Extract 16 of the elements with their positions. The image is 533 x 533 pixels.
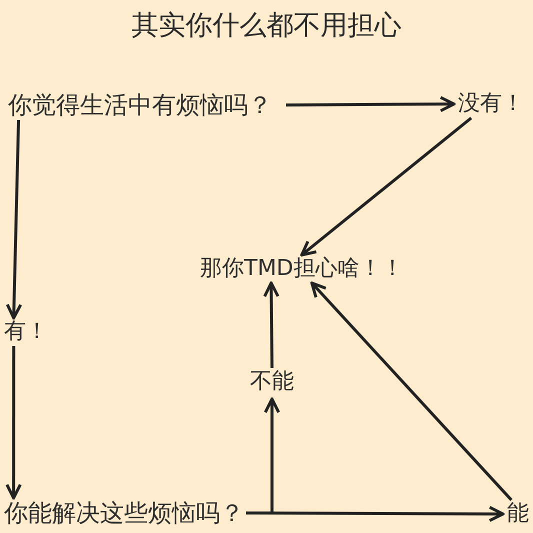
arrow [6, 120, 22, 320]
arrow [310, 282, 512, 502]
flow-text: 那你TMD担心啥！！ [200, 256, 404, 281]
flow-text: 没有！ [458, 91, 524, 116]
arrow [286, 96, 456, 112]
flow-text: 有！ [4, 319, 48, 344]
flow-text: 不能 [250, 369, 294, 394]
arrow [5, 346, 22, 500]
flow-text: 你能解决这些烦恼吗？ [4, 499, 244, 527]
arrow [248, 506, 504, 522]
flow-text: 能 [507, 501, 529, 526]
flow-text: 你觉得生活中有烦恼吗？ [8, 91, 272, 119]
arrow [263, 282, 280, 368]
arrow [300, 116, 472, 256]
arrow [246, 398, 280, 514]
title: 其实你什么都不用担心 [130, 9, 402, 43]
